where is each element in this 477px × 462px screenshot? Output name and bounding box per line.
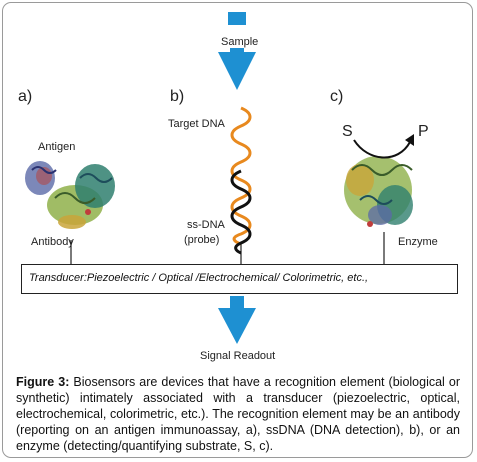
reaction-arrow (353, 134, 414, 159)
caption-text: Biosensors are devices that have a recog… (16, 375, 460, 453)
product-label: P (418, 123, 429, 140)
figure-frame (2, 2, 473, 458)
panel-a-label: a) (18, 88, 33, 105)
figure-caption: Figure 3: Biosensors are devices that ha… (16, 374, 460, 454)
sample-arrow (218, 12, 256, 90)
transducer-box: Transducer:Piezoelectric / Optical /Elec… (21, 264, 458, 294)
target-dna-label: Target DNA (168, 118, 225, 130)
antibody-label: Antibody (31, 236, 74, 248)
substrate-label: S (342, 123, 353, 140)
enzyme-label: Enzyme (398, 236, 438, 248)
antibody-antigen-protein-icon (25, 161, 115, 264)
signal-arrow (218, 296, 256, 344)
ssdna-label: ss-DNA (187, 219, 225, 231)
transducer-text: Transducer:Piezoelectric / Optical /Elec… (29, 272, 369, 284)
antigen-label: Antigen (38, 141, 76, 153)
caption-label: Figure 3: (16, 375, 70, 389)
panel-b-label: b) (170, 88, 185, 105)
probe-label: (probe) (184, 234, 220, 246)
sample-label: Sample (221, 36, 259, 48)
signal-readout-label: Signal Readout (200, 350, 276, 362)
panel-c-label: c) (330, 88, 344, 105)
dna-helix-icon (230, 106, 252, 264)
enzyme-protein-icon (344, 156, 413, 264)
